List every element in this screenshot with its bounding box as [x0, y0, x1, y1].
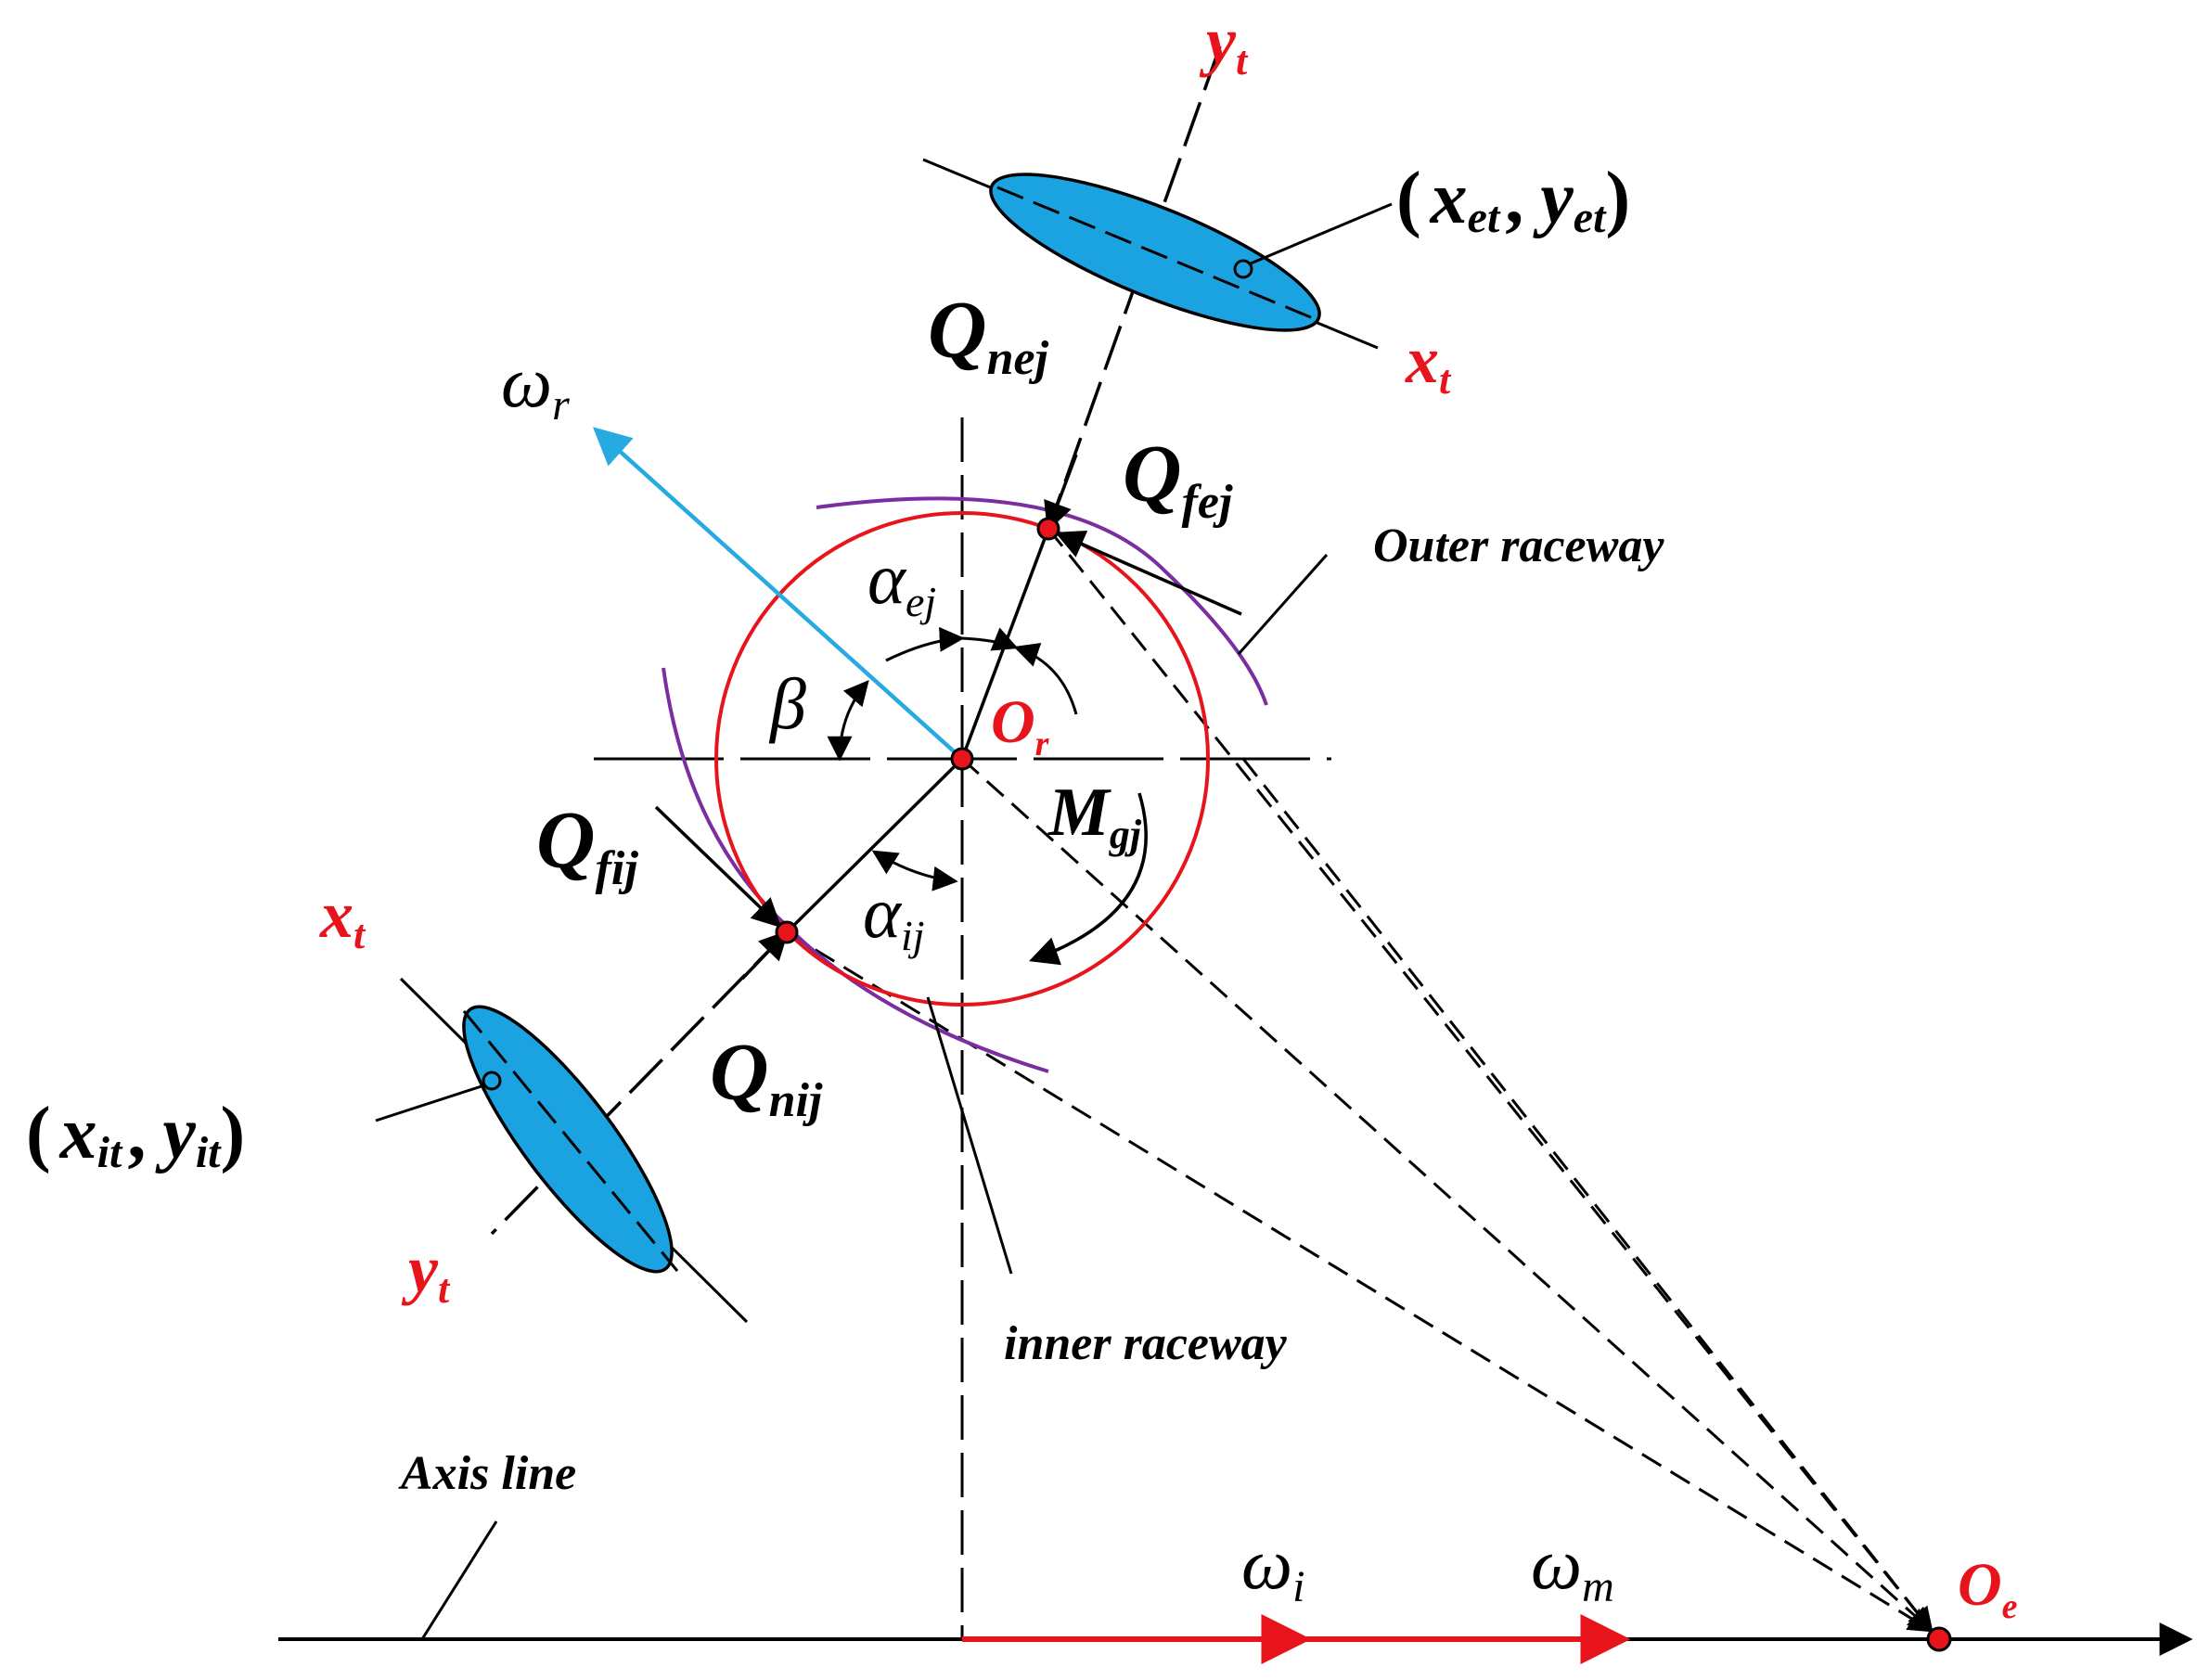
alpha-ej-arc [885, 626, 965, 662]
Q-fij-label: Qfij [536, 796, 638, 895]
inner-contact-ellipse-group [375, 977, 749, 1324]
outer-contact-ellipse-group [922, 158, 1393, 350]
outer-raceway-pointer [1237, 554, 1329, 655]
alpha-ij-arc [871, 850, 958, 891]
beta-label: β [768, 663, 806, 744]
outer-contact-coord-pointer [1250, 202, 1393, 265]
Q-nej-arrow [1044, 454, 1078, 532]
omega-i-label: ωi [1241, 1523, 1304, 1611]
inner-contact-point [775, 920, 799, 944]
Q-fej-tangent-line [1055, 530, 1242, 616]
alpha-ij-label: αij [863, 872, 925, 959]
yt-top-label: yt [1199, 4, 1249, 83]
xt-top-label: xt [1405, 323, 1452, 403]
outer-contact-point-marker [1233, 259, 1253, 279]
outer-ellipse-major-axis [996, 186, 1318, 322]
dashed-line-inner-contact-to-Oe [786, 930, 1934, 1633]
dashed-line-horizontal-to-Oe [1241, 758, 1934, 1632]
dashed-line-Or-to-Oe [960, 757, 1934, 1633]
axis-line-pointer [420, 1520, 498, 1640]
outer-raceway-arc [816, 496, 1268, 706]
Oe-label: Oe [1958, 1551, 2018, 1626]
inner-raceway-pointer [926, 996, 1013, 1275]
inner-contact-point-marker [482, 1071, 502, 1091]
roller-normal-line-lower [785, 757, 964, 934]
alpha-ej-arc-3 [1013, 643, 1078, 715]
Or-point [950, 747, 974, 771]
xt-left-label: xt [319, 878, 366, 957]
beta-arc [827, 679, 869, 762]
inner-ellipse-major-axis [462, 1010, 679, 1272]
Q-nij-label: Qnij [710, 1028, 823, 1127]
M-gj-arc [1029, 792, 1148, 966]
alpha-ej-arc-2 [961, 627, 1019, 651]
yt-bottom-label: yt [401, 1232, 451, 1312]
alpha-ej-label: αej [867, 538, 936, 625]
dashed-line-outer-contact-to-Oe [1047, 528, 1934, 1634]
outer-contact-coord-label: (xet,yet) [1396, 158, 1630, 242]
inner-contact-coord-label: (xit,yit) [26, 1093, 245, 1177]
inner-contact-normal-line [490, 930, 789, 1236]
inner-contact-coord-pointer [375, 1084, 485, 1122]
omega-m-label: ωm [1531, 1523, 1614, 1611]
Q-fij-tangent-line [654, 805, 782, 929]
Or-label: Or [991, 688, 1050, 763]
outer-contact-point [1036, 517, 1060, 541]
inner-raceway-label: inner raceway [1004, 1317, 1288, 1370]
roller-circle [714, 511, 1210, 1007]
Q-nej-label: Qnej [928, 286, 1049, 385]
axis-line-label: Axis line [398, 1447, 576, 1500]
M-gj-label: Mgj [1047, 775, 1142, 857]
Q-fej-label: Qfej [1123, 430, 1233, 529]
outer-raceway-label: Outer raceway [1373, 519, 1664, 572]
omega-r-vector [592, 427, 964, 761]
Oe-point [1926, 1626, 1952, 1652]
omega-r-label: ωr [501, 341, 570, 430]
